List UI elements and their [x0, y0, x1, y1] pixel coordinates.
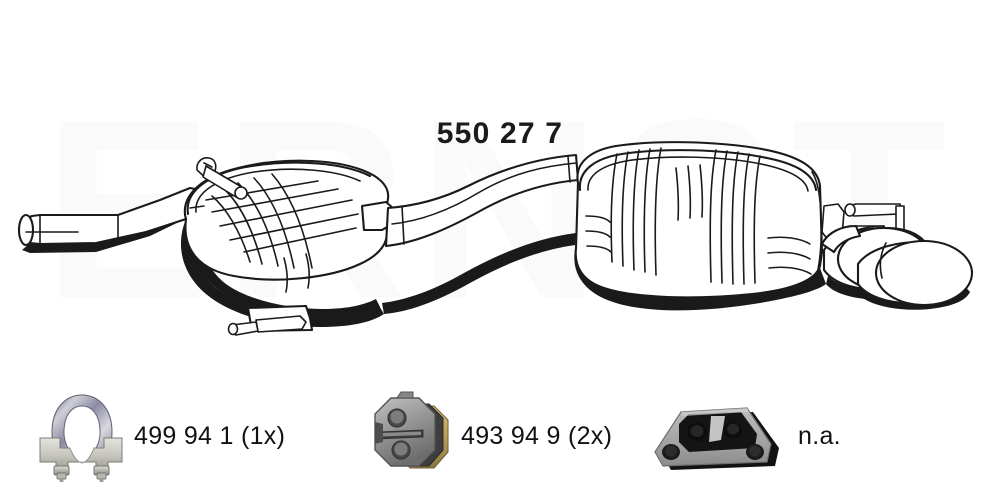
page-title: 550 27 7: [436, 117, 564, 150]
accessory-label-hanger: 493 94 9 (2x): [461, 421, 613, 450]
accessory-label-mount: n.a.: [798, 421, 841, 450]
accessory-label-clamp: 499 94 1 (1x): [134, 421, 286, 450]
hanger-rod-bottom: [227, 304, 314, 336]
inlet-pipe: [17, 186, 205, 247]
rubber-mount-bracket-icon: [645, 386, 790, 486]
exhaust-clamp-icon: [30, 386, 130, 486]
accessory-item-clamp: 499 94 1 (1x): [30, 386, 285, 486]
hanger-rod-top: [196, 157, 248, 200]
rear-silencer: [574, 141, 824, 299]
accessory-item-hanger: 493 94 9 (2x): [357, 386, 612, 486]
rubber-hanger-icon: [357, 386, 457, 486]
connecting-pipe: [384, 153, 580, 248]
twin-tailpipes: [820, 224, 974, 307]
accessory-item-mount: n.a.: [645, 386, 841, 486]
